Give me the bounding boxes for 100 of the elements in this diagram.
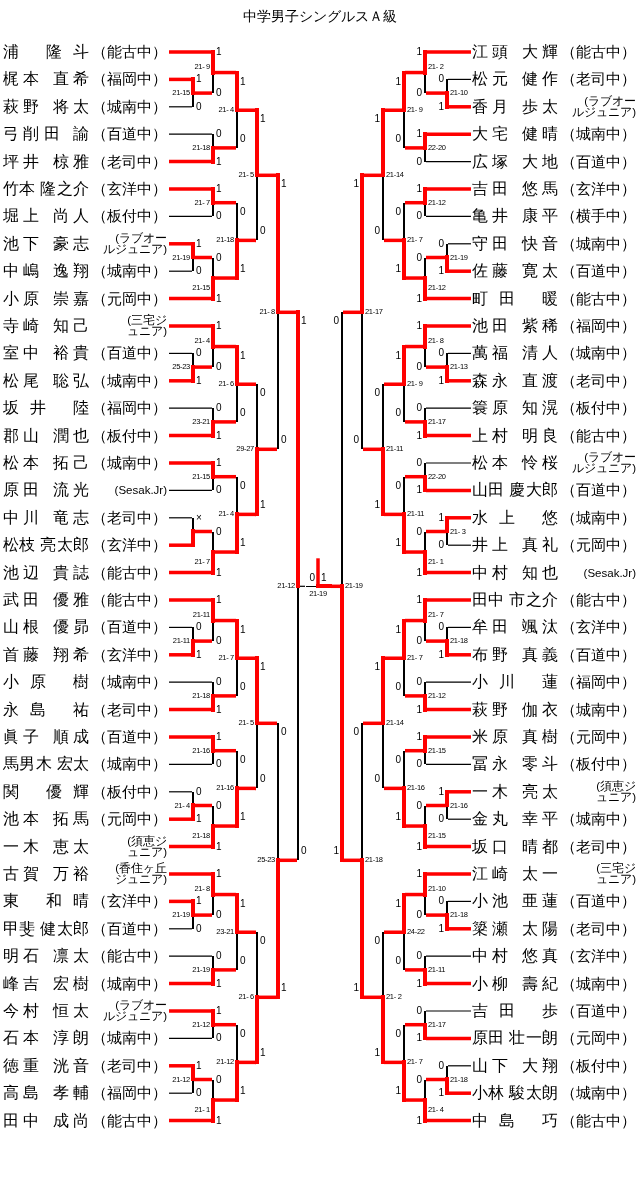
connector-line [298,585,306,587]
bracket-line [402,1022,406,1103]
bracket-line [381,930,385,1065]
result-label: 0 [260,226,266,237]
school-name: （百道中） [561,480,636,501]
result-label: 0 [416,88,422,99]
bracket-line [255,656,259,791]
connector-line [405,70,424,75]
result-label: 0 [196,786,202,797]
player-name: 森永 直渡 [472,370,558,391]
school-name: （老司中） [92,151,167,172]
connector-line [214,344,236,349]
connector-line [169,653,192,657]
bracket-line [360,721,364,1000]
result-label: 1 [196,1060,202,1071]
bracket-line [211,50,215,96]
bracket-line [211,735,215,767]
connector-line [405,1022,424,1027]
result-label: 1 [395,264,401,275]
connector-line [169,735,212,739]
player-name: 首藤 翔希 [3,644,89,665]
connector-line [169,707,212,712]
title: 中学男子シングルスＡ級 [243,7,397,25]
result-label: 1 [321,573,327,584]
player-name: 佐藤 寛太 [472,261,558,282]
player-name: 石本 淳朗 [3,1028,89,1049]
connector-line [214,276,236,280]
result-label: 0 [240,206,246,217]
connector-line [169,296,212,301]
connector-line [238,108,256,112]
player-name: 関 優輝 [3,781,89,802]
connector-line [169,844,212,849]
player-name: 萩野 伽衣 [472,699,558,720]
connector-line [405,892,424,897]
school-name: （老司中） [561,836,636,857]
result-label: 1 [240,538,246,549]
school-name: （横手中） [561,206,636,227]
connector-line [169,872,212,876]
result-label: 1 [260,500,266,511]
result-label: 0 [196,923,202,934]
bracket-line [402,748,406,829]
bracket-line [235,474,239,555]
school-name: (香住ヶ丘ジュニア) [114,863,167,885]
connector-line [169,187,212,191]
school-name: （城南中） [92,96,167,117]
school-name: （城南中） [561,973,636,994]
bracket-line [211,406,215,438]
player-name: 冨永 零斗 [472,754,558,775]
bracket-line [381,656,385,791]
result-label: 0 [416,252,422,263]
result-label: 0 [216,526,222,537]
result-label: 1 [395,76,401,87]
result-label: 0 [216,677,222,688]
connector-line [426,570,471,575]
connector-line [214,420,236,424]
player-name: 簗瀬 太陽 [472,918,558,939]
connector-line [426,872,471,876]
connector-line [447,626,472,628]
player-name: 布野 真義 [472,644,558,665]
bracket-line [423,187,427,219]
result-label: 1 [240,812,246,823]
school-name: （板付中） [561,398,636,419]
school-name: （元岡中） [561,1028,636,1049]
player-name: 坪井 椋雅 [3,151,89,172]
bracket-line [340,310,344,863]
result-label: 0 [216,362,222,373]
connector-line [426,132,471,136]
connector-line [194,365,212,369]
bracket-line [191,351,195,383]
result-label: 1 [374,662,380,673]
player-name: 松本 拓己 [3,453,89,473]
result-label: 0 [216,211,222,222]
result-label: 0 [438,622,444,633]
school-name: （元岡中） [561,727,636,747]
school-name: （百道中） [561,1001,636,1021]
result-label: 0 [416,211,422,222]
connector-line [426,981,471,986]
bracket-line [235,892,239,972]
school-name: (ラブオールジュニア) [102,1000,167,1022]
result-label: 1 [196,896,202,907]
result-label: 1 [216,1006,222,1016]
player-name: 吉田 歩 [472,1001,558,1021]
result-label: 1 [438,649,444,660]
result-label: 0 [240,133,246,144]
connector-line [426,324,471,328]
connector-line [168,517,193,519]
connector-line [168,1092,193,1094]
player-name: 大宅 健晴 [472,124,558,145]
connector-line [194,639,212,643]
result-label: 0 [438,814,444,825]
connector-line [384,1060,403,1065]
connector-line [426,365,446,369]
connector-line [258,995,277,1000]
player-name: 水上 悠 [472,507,558,528]
bracket-line [211,529,215,575]
player-name: 徳重 洸音 [3,1055,89,1076]
player-name: 峰吉 宏樹 [3,973,89,994]
bracket-line [191,77,195,109]
result-label: 0 [196,622,202,633]
school-name: （板付中） [561,754,636,775]
